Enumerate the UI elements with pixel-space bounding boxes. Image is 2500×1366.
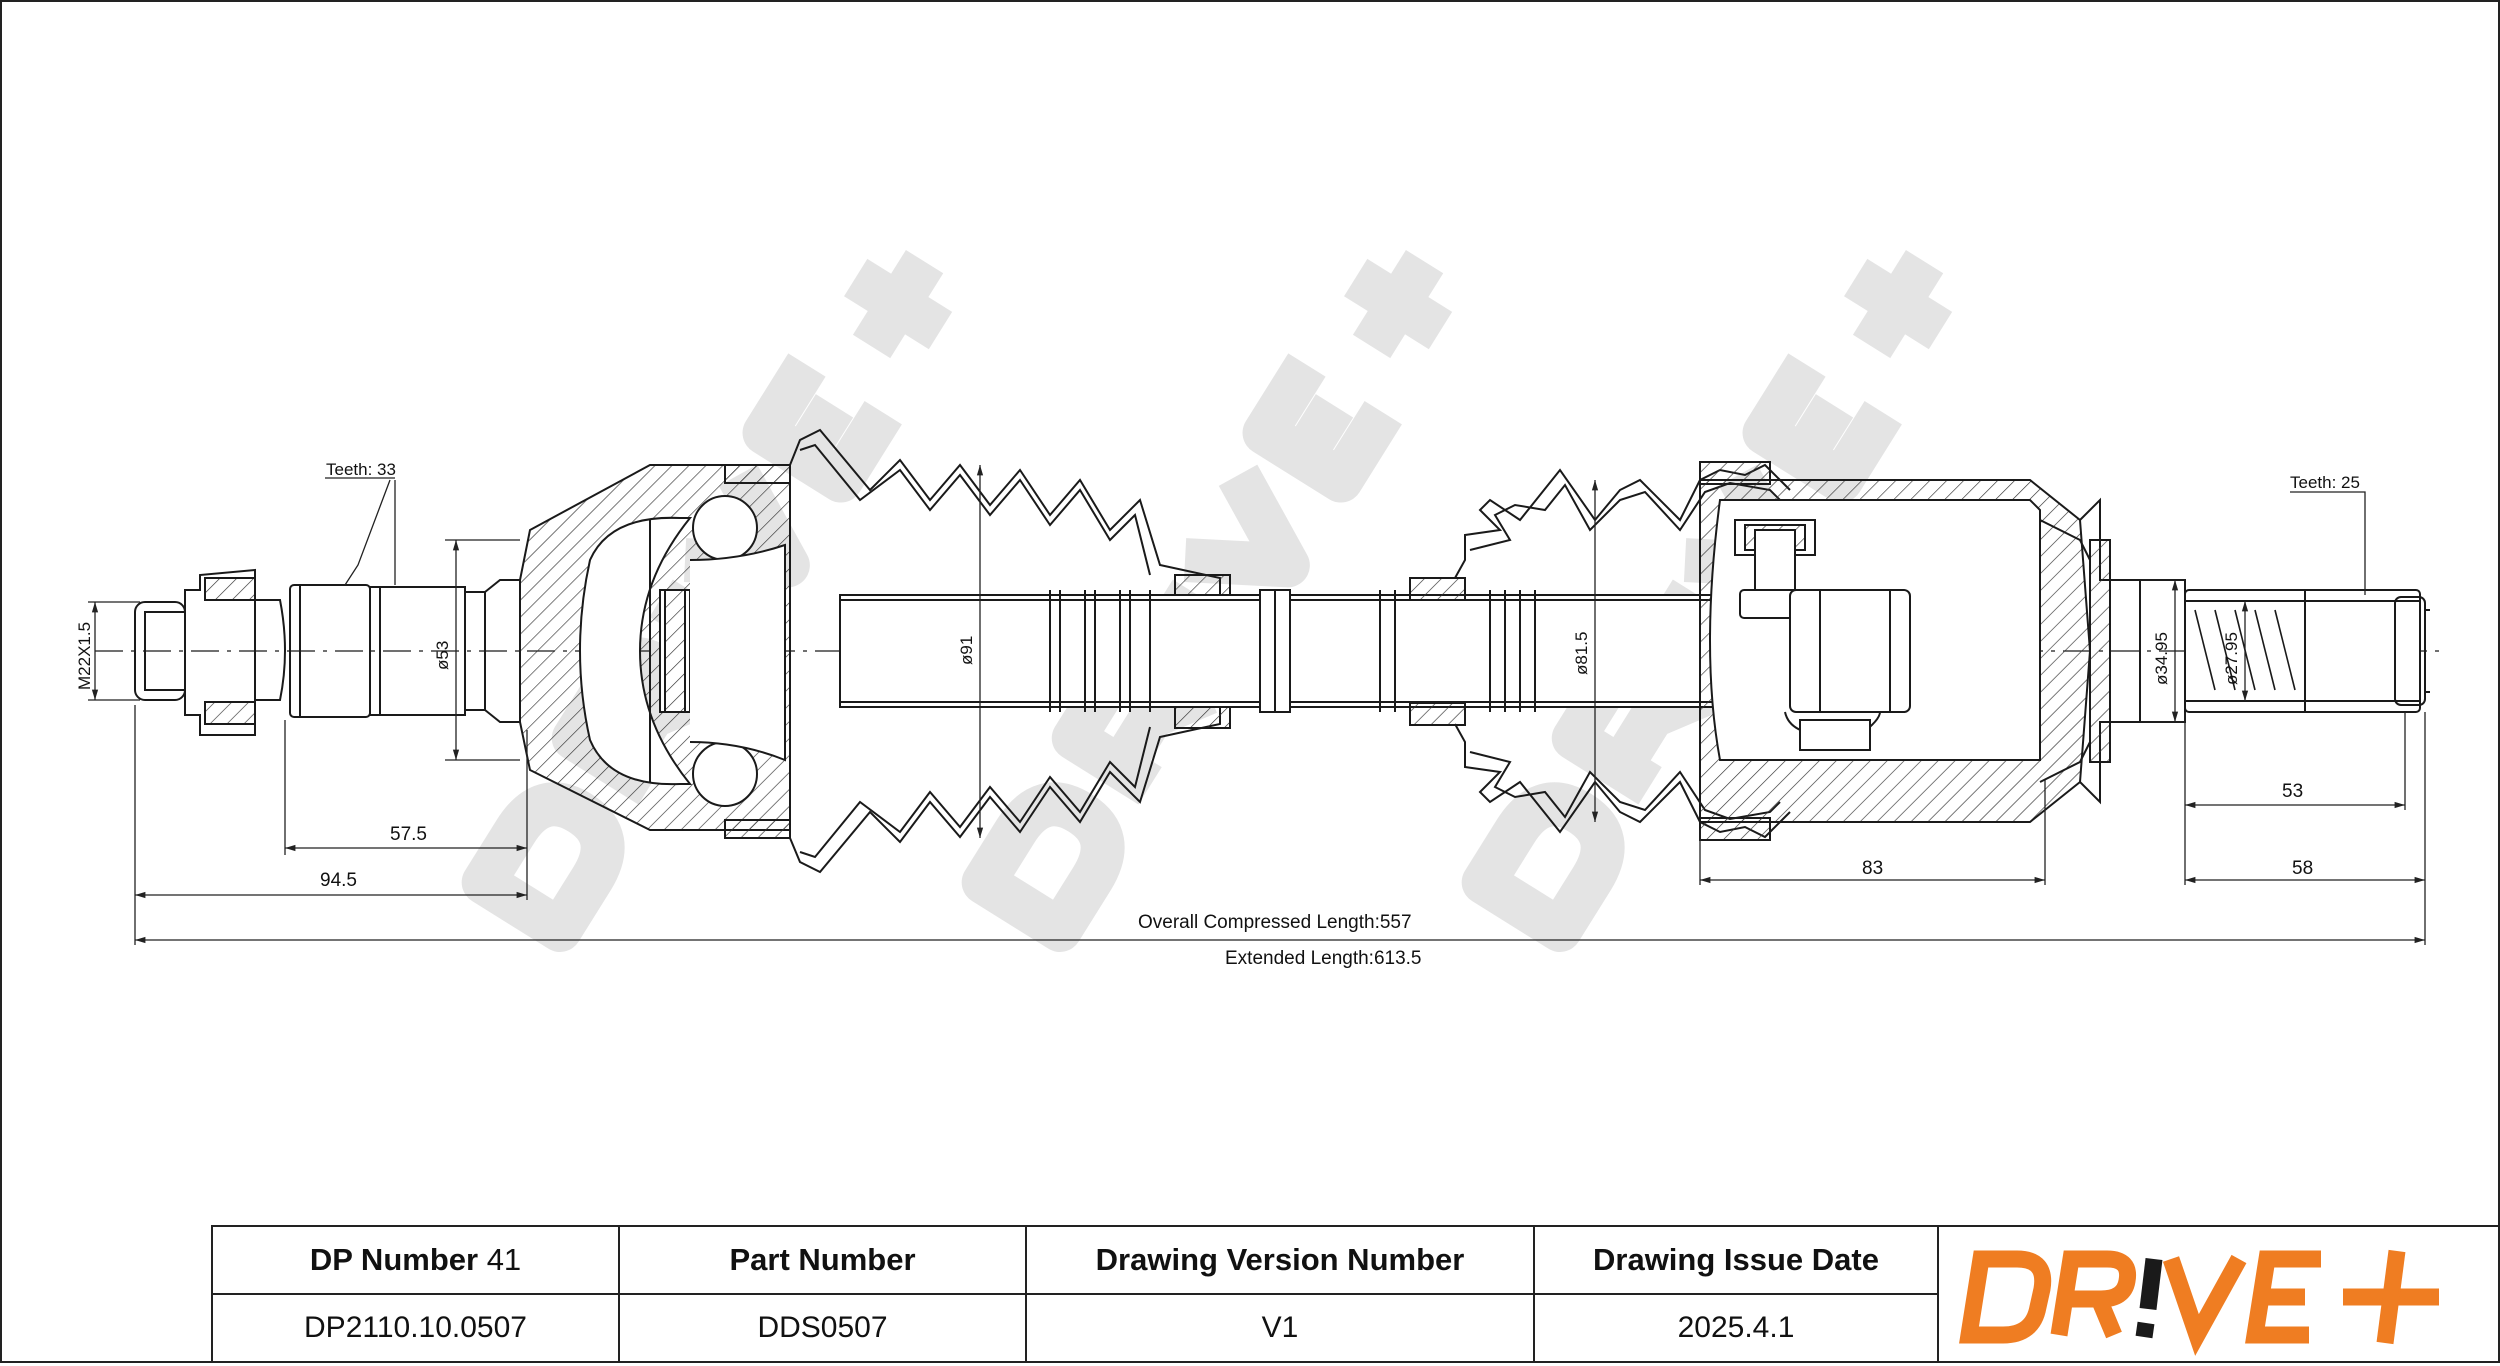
dimension-labels: Teeth: 33 Teeth: 25 M22X1.5 ø53 ø91 ø81.…: [75, 460, 2360, 969]
part-number-value: DDS0507: [620, 1295, 1027, 1363]
dia-81-5-label: ø81.5: [1572, 632, 1591, 675]
overall-compressed-label: Overall Compressed Length:557: [1138, 912, 1412, 933]
brand-logo-cell: [1939, 1227, 2500, 1363]
dp-number-label: DP Number: [309, 1242, 479, 1277]
dimension-lines: [88, 465, 2426, 945]
len-58-label: 58: [2292, 858, 2313, 879]
dp-number-header: DP Number 41: [213, 1227, 620, 1295]
title-block: DP Number 41 Part Number Drawing Version…: [211, 1225, 2500, 1363]
teeth-right-label: Teeth: 25: [2290, 473, 2360, 492]
dia-91-label: ø91: [957, 636, 976, 665]
drawing-version-header: Drawing Version Number: [1027, 1227, 1535, 1295]
dia-53-label: ø53: [433, 641, 452, 670]
len-53-label: 53: [2282, 781, 2303, 802]
thread-label: M22X1.5: [75, 622, 94, 690]
dp-number-suffix: 41: [486, 1242, 522, 1277]
drawing-issue-value: 2025.4.1: [1535, 1295, 1939, 1363]
drawing-issue-header: Drawing Issue Date: [1535, 1227, 1939, 1295]
len-94-5-label: 94.5: [320, 870, 357, 891]
teeth-left-label: Teeth: 33: [326, 460, 396, 479]
part-number-header: Part Number: [620, 1227, 1027, 1295]
drawing-version-value: V1: [1027, 1295, 1535, 1363]
len-83-label: 83: [1862, 858, 1883, 879]
extended-length-label: Extended Length:613.5: [1225, 948, 1422, 969]
len-57-5-label: 57.5: [390, 824, 427, 845]
dia-34-95-label: ø34.95: [2152, 632, 2171, 685]
dp-number-value: DP2110.10.0507: [213, 1295, 620, 1363]
drive-logo: [1959, 1249, 2439, 1356]
dia-27-95-label: ø27.95: [2222, 632, 2241, 685]
